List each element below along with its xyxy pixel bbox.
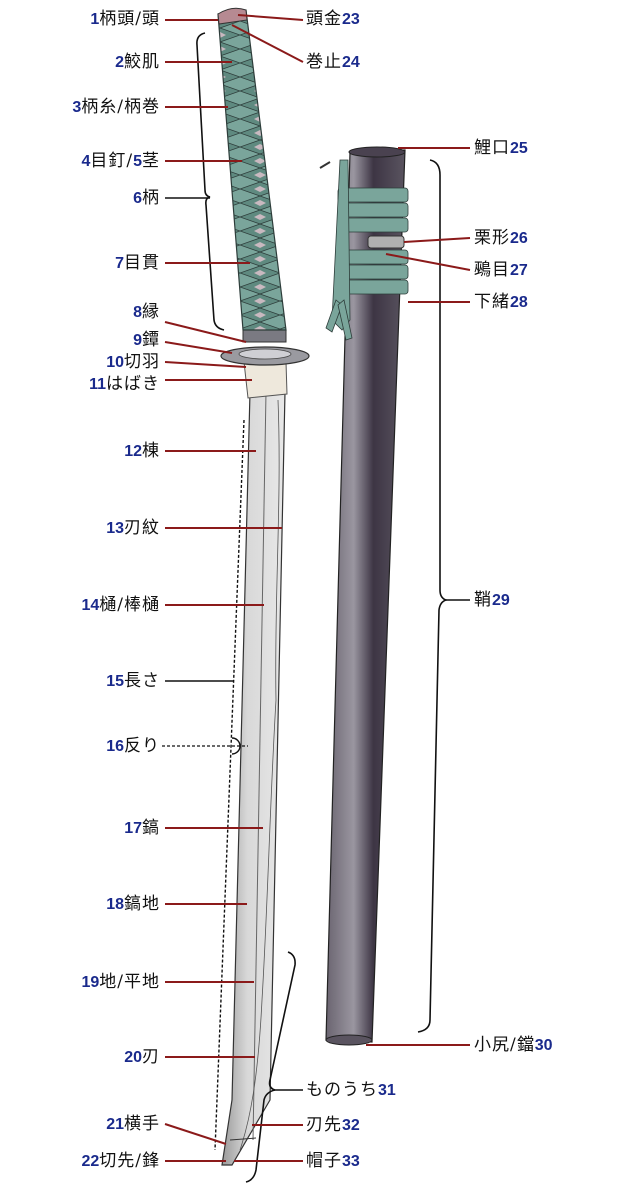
label-habaki: 11はばき [89, 374, 160, 394]
label-mekugi-nakago: 4目釘/5茎 [81, 151, 160, 171]
label-hamon: 13刃紋 [106, 518, 160, 538]
label-kurikata: 栗形26 [474, 228, 528, 248]
label-shinogi: 17鎬 [124, 818, 160, 838]
label-mune: 12棟 [124, 441, 160, 461]
label-menuki: 7目貫 [115, 253, 160, 273]
label-kashira-gane: 頭金23 [306, 9, 360, 29]
label-kissaki: 22切先/鋒 [81, 1151, 160, 1171]
label-ha: 20刃 [124, 1047, 160, 1067]
label-nagasa: 15長さ [106, 671, 160, 691]
label-saya: 鞘29 [474, 590, 510, 610]
label-seppa: 10切羽 [106, 352, 160, 372]
label-sageo: 下緒28 [474, 292, 528, 312]
label-boshi: 帽子33 [306, 1151, 360, 1171]
blade [221, 391, 286, 1166]
label-tsuka: 6柄 [133, 188, 160, 208]
label-samegawa: 2鮫肌 [115, 52, 160, 72]
label-ji: 19地/平地 [81, 972, 160, 992]
label-koiguchi: 鯉口25 [474, 138, 528, 158]
label-tsukagashira: 1柄頭/頭 [90, 9, 160, 29]
label-hi: 14樋/棒樋 [81, 595, 160, 615]
label-fuchi: 8縁 [133, 302, 160, 322]
label-sori: 16反り [106, 736, 160, 756]
label-tsuba: 9鐔 [133, 330, 160, 350]
saya [319, 146, 409, 1046]
label-monouchi: ものうち31 [306, 1080, 396, 1100]
label-shinogiji: 18鎬地 [106, 894, 160, 914]
label-hasaki: 刃先32 [306, 1115, 360, 1135]
label-kojiri: 小尻/鐺30 [474, 1035, 553, 1055]
label-shitodome: 鵐目27 [474, 260, 528, 280]
label-tsuka-ito: 3柄糸/柄巻 [72, 97, 160, 117]
label-yokote: 21横手 [106, 1114, 160, 1134]
label-makidome: 巻止24 [306, 52, 360, 72]
